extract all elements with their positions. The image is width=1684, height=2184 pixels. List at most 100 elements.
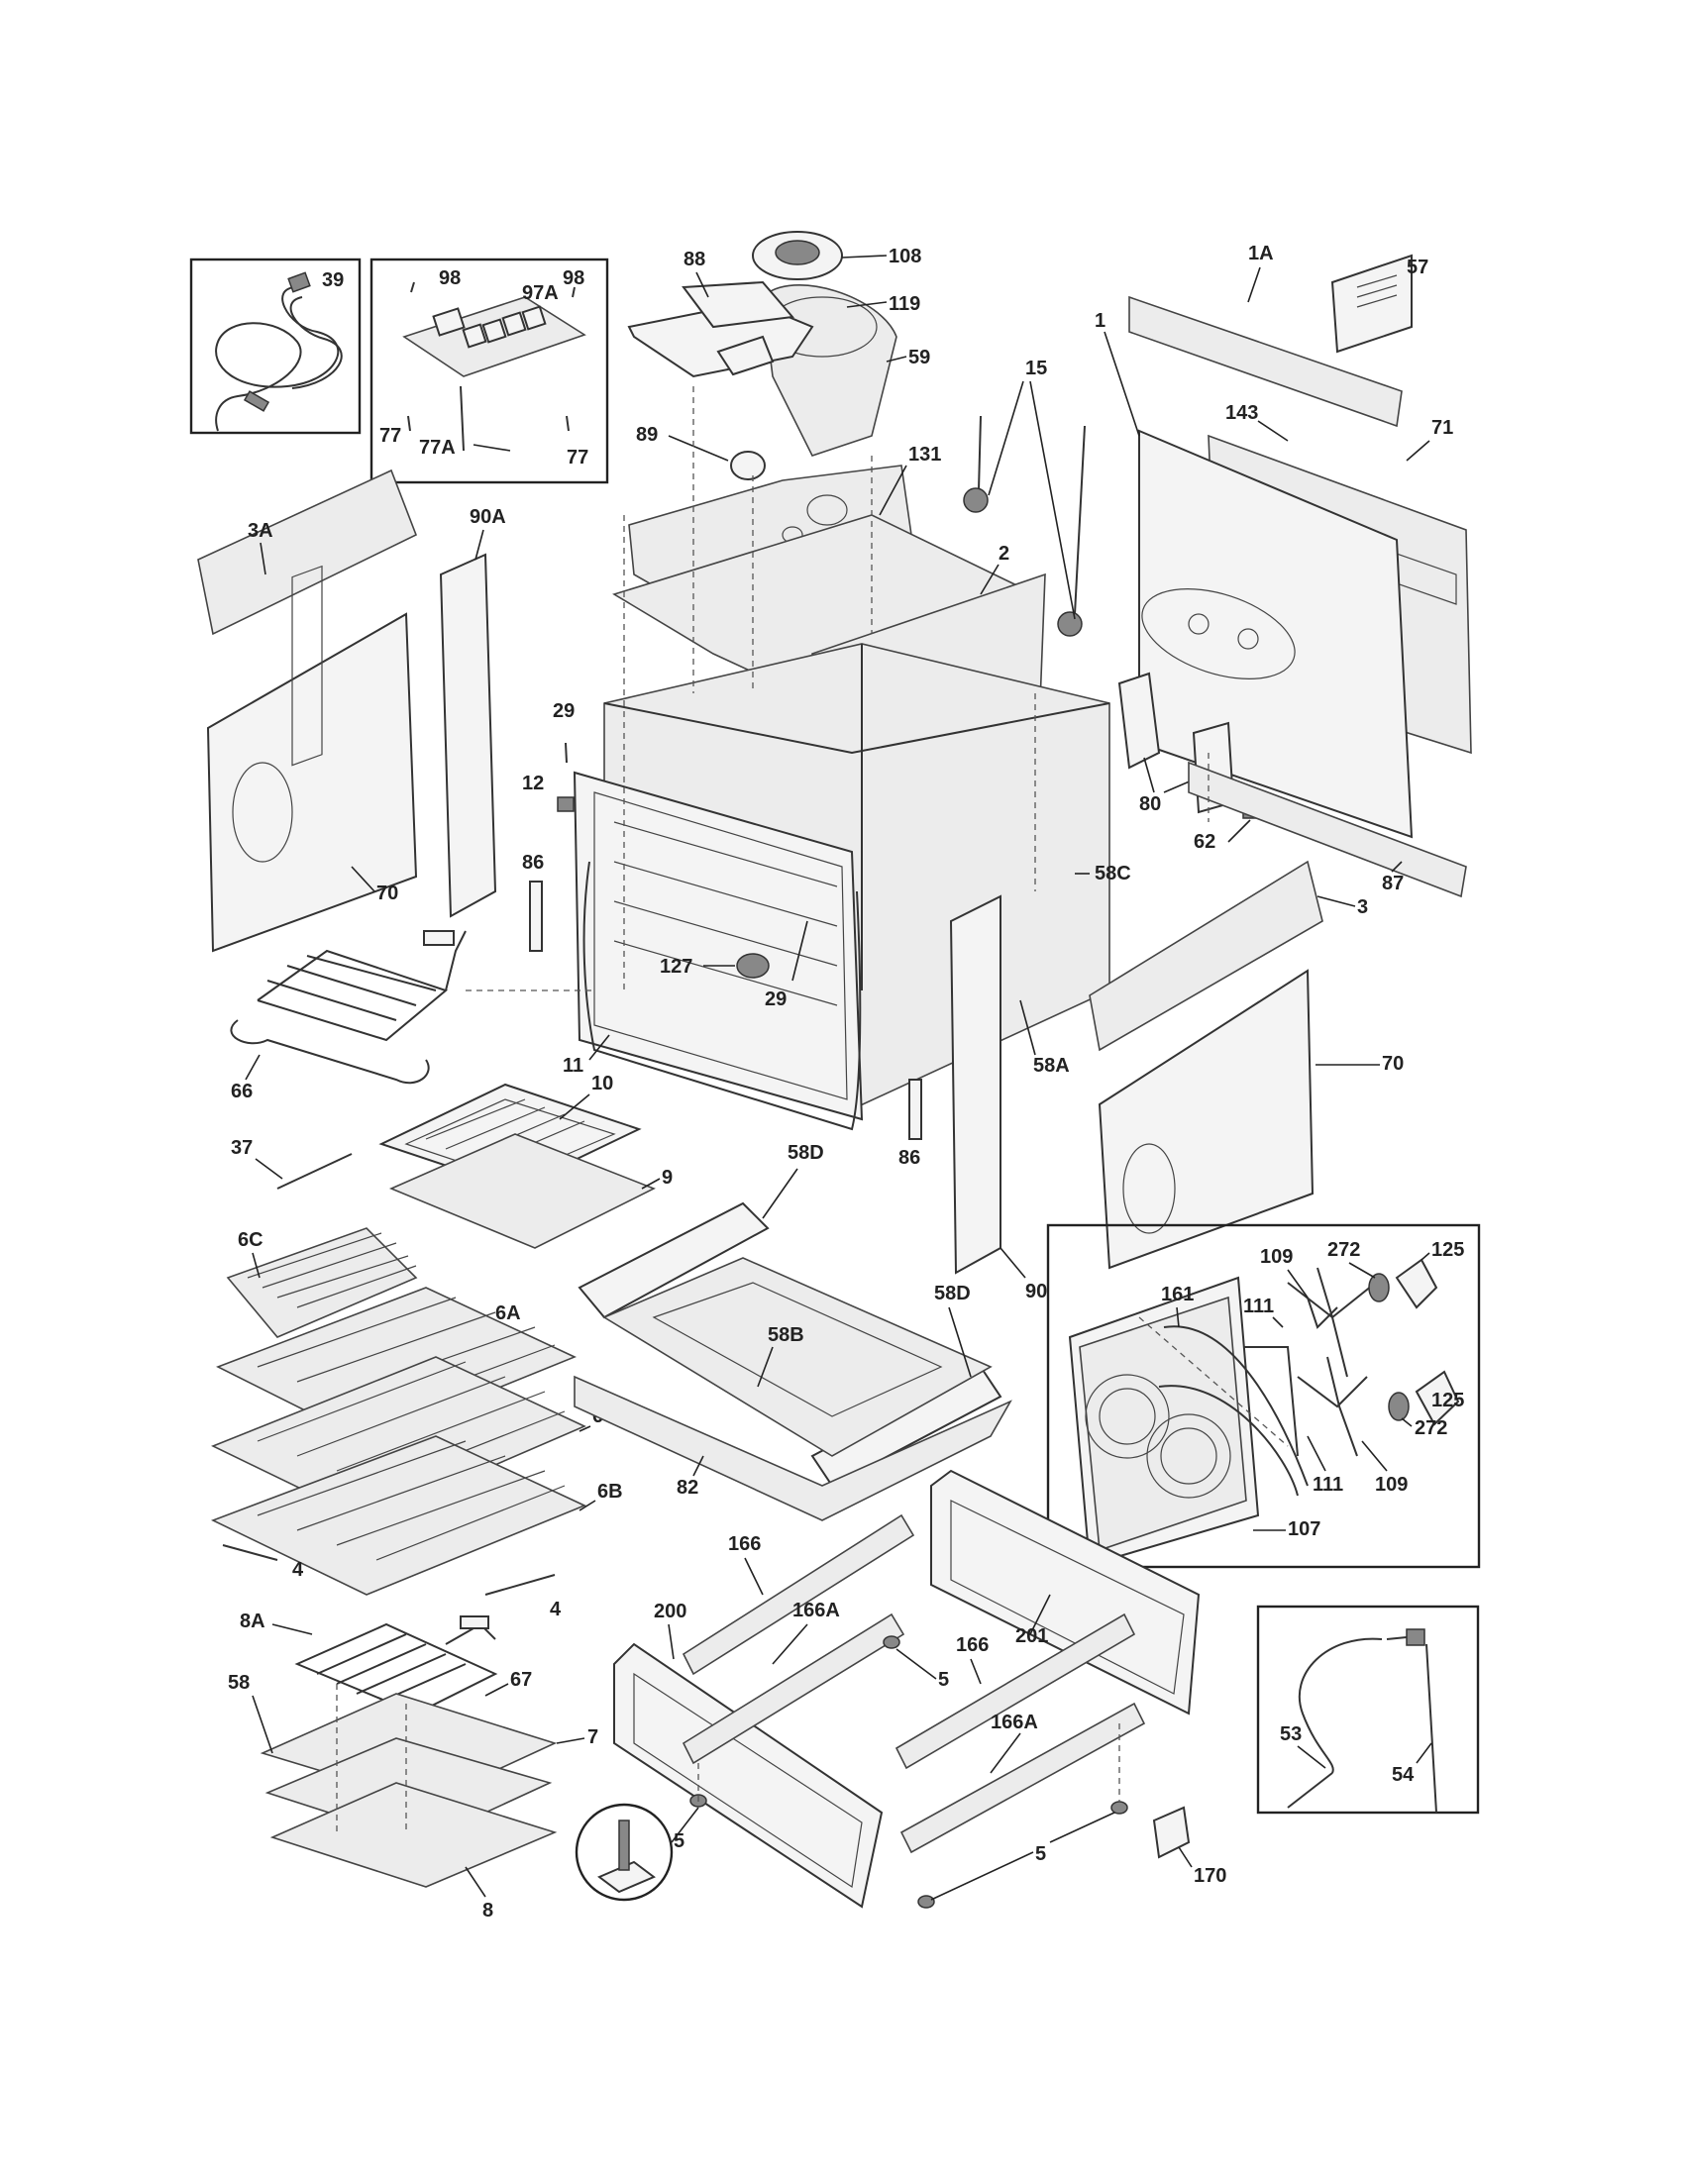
label-6A: 6A <box>495 1302 521 1324</box>
label-11: 11 <box>563 1055 583 1077</box>
label-59: 59 <box>908 347 930 368</box>
label-143: 143 <box>1225 402 1258 424</box>
label-88: 88 <box>684 249 705 270</box>
label-77-right: 77 <box>567 447 588 468</box>
label-272-top: 272 <box>1327 1239 1360 1261</box>
label-37: 37 <box>231 1137 253 1159</box>
label-166A-top: 166A <box>792 1600 840 1621</box>
label-200: 200 <box>654 1601 686 1622</box>
label-98-left: 98 <box>439 267 461 289</box>
label-58B: 58B <box>768 1324 804 1346</box>
label-15: 15 <box>1025 358 1047 379</box>
inset-power-cord: 39 <box>189 258 362 435</box>
label-3: 3 <box>1357 896 1368 918</box>
broil-element-and-panels: 8A 67 7 58 8 <box>228 1611 598 1922</box>
inset-control-board: 98 98 97A 77 77 77A <box>369 258 609 484</box>
rear-panels: 1A 57 71 143 1 <box>1095 243 1472 839</box>
label-70-right: 70 <box>1382 1053 1404 1075</box>
label-54: 54 <box>1392 1764 1415 1786</box>
label-109-bottom: 109 <box>1375 1474 1408 1496</box>
label-127: 127 <box>660 956 692 978</box>
label-58A: 58A <box>1033 1055 1070 1077</box>
label-125-bottom: 125 <box>1431 1390 1464 1411</box>
label-29-top: 29 <box>553 700 575 722</box>
label-5-mid: 5 <box>938 1669 949 1691</box>
label-111-bottom: 111 <box>1313 1474 1343 1496</box>
bottom-frame: 58D 58D 58B 82 <box>574 1142 1012 1521</box>
label-12: 12 <box>522 773 544 794</box>
leveling-leg: 5 <box>575 1803 699 1902</box>
label-10: 10 <box>591 1073 613 1094</box>
label-58D-right: 58D <box>934 1283 971 1304</box>
label-4-right: 4 <box>550 1599 562 1620</box>
label-161: 161 <box>1161 1284 1194 1305</box>
label-58C: 58C <box>1095 863 1131 884</box>
label-119: 119 <box>889 293 920 315</box>
label-108: 108 <box>889 246 921 267</box>
inset-meat-probe: 53 54 <box>1256 1605 1480 1815</box>
oven-cavity <box>573 643 1110 1131</box>
temperature-sensors: 15 <box>963 358 1086 637</box>
label-109-top: 109 <box>1260 1246 1293 1268</box>
label-90: 90 <box>1025 1281 1047 1302</box>
bake-element: 66 <box>230 930 467 1102</box>
label-125-top: 125 <box>1431 1239 1464 1261</box>
label-8A: 8A <box>240 1611 265 1632</box>
label-201: 201 <box>1015 1625 1048 1647</box>
label-82: 82 <box>677 1477 698 1499</box>
label-111-top: 111 <box>1243 1296 1274 1317</box>
label-6C: 6C <box>238 1229 263 1251</box>
label-86-right: 86 <box>898 1147 920 1169</box>
label-166-top: 166 <box>728 1533 761 1555</box>
label-80: 80 <box>1139 793 1161 815</box>
right-side-panel: 3 70 <box>1089 860 1404 1270</box>
label-97A: 97A <box>522 282 559 304</box>
label-29-bottom: 29 <box>765 988 787 1010</box>
label-70-left: 70 <box>376 883 398 904</box>
label-166-mid: 166 <box>956 1634 989 1656</box>
label-1: 1 <box>1095 310 1105 332</box>
broil-pan: 10 9 <box>378 1073 673 1249</box>
label-272-bottom: 272 <box>1415 1417 1447 1439</box>
label-4-left: 4 <box>292 1559 304 1581</box>
label-1A: 1A <box>1248 243 1274 264</box>
label-5-right: 5 <box>1035 1843 1046 1865</box>
label-71: 71 <box>1431 417 1453 439</box>
probe-part: 37 <box>231 1137 353 1190</box>
label-8: 8 <box>482 1900 493 1922</box>
label-3A: 3A <box>248 520 273 542</box>
inset-convection-fan: 109 272 125 161 111 125 272 111 109 107 <box>1046 1223 1481 1569</box>
anti-tip-bracket: 170 <box>1152 1806 1226 1887</box>
label-58: 58 <box>228 1672 250 1694</box>
label-62: 62 <box>1194 831 1215 853</box>
label-77A: 77A <box>419 437 456 459</box>
label-89: 89 <box>636 424 658 446</box>
label-5-leg: 5 <box>674 1830 684 1852</box>
label-131: 131 <box>908 444 941 466</box>
label-66: 66 <box>231 1081 253 1102</box>
rear-brackets: 80 62 87 <box>1117 672 1467 898</box>
label-7: 7 <box>587 1726 598 1748</box>
side-insulation: 90A 90 <box>439 506 1047 1302</box>
label-98-right: 98 <box>563 267 584 289</box>
label-86-left: 86 <box>522 852 544 874</box>
label-87: 87 <box>1382 873 1404 894</box>
label-2: 2 <box>999 543 1009 565</box>
base-frames: 166 200 166A 201 166 166A 5 5 <box>613 1469 1201 1909</box>
label-170: 170 <box>1194 1865 1226 1887</box>
left-side-panel: 3A 70 <box>197 468 418 953</box>
alignment-dash-lines <box>336 386 1289 1832</box>
label-166A-bottom: 166A <box>991 1712 1038 1733</box>
label-77-left: 77 <box>379 425 401 447</box>
label-67: 67 <box>510 1669 532 1691</box>
label-57: 57 <box>1407 257 1428 278</box>
label-39: 39 <box>322 269 344 291</box>
label-9: 9 <box>662 1167 673 1189</box>
top-blower-assembly: 88 108 119 59 89 <box>627 231 930 480</box>
label-90A: 90A <box>470 506 506 528</box>
cavity-labels: 29 12 86 127 29 11 58A 58C 86 <box>522 700 1131 1169</box>
label-107: 107 <box>1288 1518 1320 1540</box>
oven-racks: 6C 6A 6 6B 4 4 <box>210 1227 623 1620</box>
label-53: 53 <box>1280 1723 1302 1745</box>
